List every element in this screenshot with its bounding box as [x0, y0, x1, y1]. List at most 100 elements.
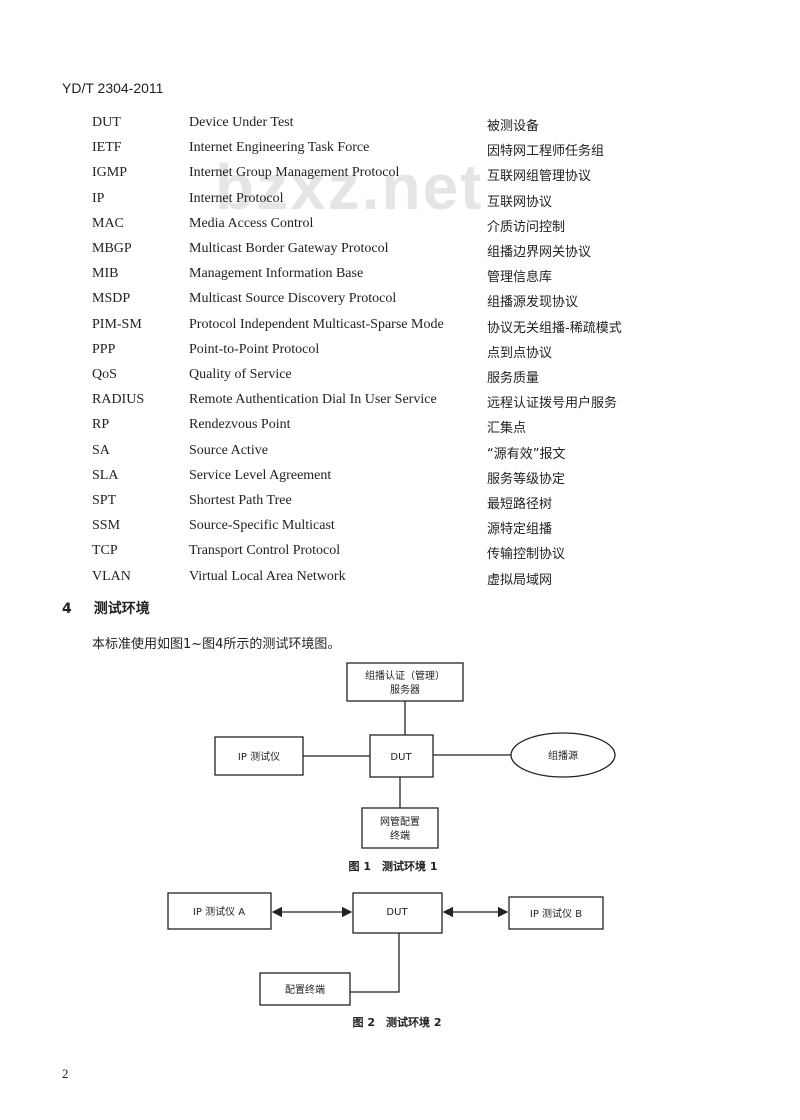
chinese-term: 介质访问控制: [487, 219, 566, 235]
chinese-term: 服务质量: [487, 371, 540, 386]
section-title: 测试环境: [93, 601, 150, 617]
dut-box-2: [352, 892, 443, 934]
full-name: Media Access Control: [189, 215, 314, 231]
figure-1-caption: 图 1 测试环境 1: [349, 859, 438, 873]
section-intro: 本标准使用如图1~图4所示的测试环境图。: [92, 637, 341, 652]
dut-label-2: DUT: [386, 907, 408, 918]
figure-2: [167, 892, 604, 1006]
chinese-term: 服务等级协定: [487, 471, 566, 487]
abbreviation-row: TCP Transport Control Protocol 传输控制协议: [0, 543, 800, 567]
chinese-term: 点到点协议: [487, 345, 553, 361]
abbreviation: IP: [92, 190, 105, 206]
full-name: Device Under Test: [189, 115, 294, 130]
full-name: Multicast Border Gateway Protocol: [189, 241, 389, 256]
dut-box: [369, 734, 434, 778]
abbreviation: RADIUS: [92, 392, 145, 408]
abbreviation-row: MSDP Multicast Source Discovery Protocol 组…: [0, 291, 800, 315]
chinese-term: 最短路径树: [487, 497, 553, 512]
ip-tester-label: IP 测试仪: [238, 750, 280, 763]
abbreviation: QoS: [92, 367, 117, 382]
full-name: Service Level Agreement: [189, 467, 332, 483]
abbreviation-row: PIM-SM Protocol Independent Multicast-Spa…: [0, 317, 800, 341]
abbreviation: SLA: [92, 467, 119, 483]
full-name: Virtual Local Area Network: [189, 568, 346, 584]
chinese-term: 组播源发现协议: [487, 295, 579, 311]
chinese-term: “源有效”报文: [487, 446, 566, 462]
chinese-term: 远程认证拨号用户服务: [487, 396, 618, 412]
chinese-term: 组播边界网关协议: [487, 245, 592, 260]
ip-tester-a-box: [167, 892, 272, 930]
full-name: Quality of Service: [189, 367, 292, 382]
ip-tester-b-box: [508, 896, 604, 930]
full-name: Internet Protocol: [189, 190, 284, 206]
page-number: 2: [62, 1066, 69, 1081]
abbreviation: DUT: [92, 115, 121, 130]
server-label: 组播认证（管理）: [365, 669, 445, 682]
full-name: Transport Control Protocol: [189, 543, 341, 559]
section-number: 4: [62, 601, 72, 617]
ip-tester-box: [214, 736, 304, 776]
figure-1: [214, 662, 616, 849]
chinese-term: 被测设备: [487, 119, 540, 134]
tester-a-label: IP 测试仪 A: [193, 905, 245, 918]
abbreviation: SA: [92, 442, 110, 458]
abbreviation: PIM-SM: [92, 316, 142, 332]
abbreviation: SPT: [92, 493, 117, 508]
chinese-term: 传输控制协议: [487, 547, 566, 563]
section-heading: 4 测试环境: [62, 598, 150, 618]
abbreviation: MAC: [92, 215, 124, 231]
abbreviation: VLAN: [92, 568, 131, 584]
chinese-term: 源特定组播: [487, 522, 553, 538]
dut-label: DUT: [390, 752, 412, 763]
abbreviation-row: RADIUS Remote Authentication Dial In User…: [0, 392, 800, 416]
document-number: YD/T 2304-2011: [62, 80, 164, 96]
watermark: bzxz.net: [215, 151, 484, 223]
full-name: Source Active: [189, 442, 268, 458]
chinese-term: 协议无关组播-稀疏模式: [487, 320, 622, 336]
abbreviation: IGMP: [92, 165, 128, 181]
chinese-term: 虚拟局域网: [487, 572, 553, 588]
abbreviation: IETF: [92, 140, 122, 156]
full-name: Internet Engineering Task Force: [189, 140, 370, 156]
abbreviation-row: MBGP Multicast Border Gateway Protocol 组播边…: [0, 241, 800, 265]
abbreviation-row: SPT Shortest Path Tree 最短路径树: [0, 493, 800, 517]
nms-terminal-box: [361, 807, 439, 849]
abbreviation: MIB: [92, 266, 119, 282]
tester-b-label: IP 测试仪 B: [530, 907, 582, 920]
chinese-term: 互联网协议: [487, 194, 553, 210]
server-label-2: 服务器: [390, 683, 420, 696]
chinese-term: 互联网组管理协议: [487, 169, 592, 185]
full-name: Protocol Independent Multicast-Sparse Mo…: [189, 316, 444, 332]
config-label: 配置终端: [285, 983, 325, 996]
full-name: Multicast Source Discovery Protocol: [189, 291, 397, 307]
multicast-source-ellipse: [510, 732, 616, 778]
abbreviation-row: IETF Internet Engineering Task Force 因特网工程…: [0, 140, 800, 164]
abbreviation-row: IGMP Internet Group Management Protocol 互联…: [0, 165, 800, 189]
full-name: Rendezvous Point: [189, 417, 291, 433]
abbreviation-row: QoS Quality of Service 服务质量: [0, 367, 800, 391]
full-name: Internet Group Management Protocol: [189, 165, 400, 181]
full-name: Management Information Base: [189, 266, 364, 282]
figure-2-caption: 图 2 测试环境 2: [353, 1015, 442, 1029]
abbreviation: RP: [92, 417, 110, 433]
abbreviation: MBGP: [92, 241, 132, 256]
config-terminal-box: [259, 972, 351, 1006]
abbreviation: TCP: [92, 543, 118, 559]
abbreviation: SSM: [92, 518, 121, 534]
abbreviation: MSDP: [92, 291, 131, 307]
source-label: 组播源: [548, 749, 578, 762]
nms-label: 网管配置: [380, 815, 420, 828]
nms-label-2: 终端: [390, 829, 410, 842]
chinese-term: 因特网工程师任务组: [487, 144, 605, 160]
chinese-term: 管理信息库: [487, 270, 553, 286]
full-name: Remote Authentication Dial In User Servi…: [189, 392, 437, 408]
abbreviation-row: MAC Media Access Control 介质访问控制: [0, 216, 800, 240]
full-name: Shortest Path Tree: [189, 493, 292, 508]
full-name: Point-to-Point Protocol: [189, 341, 320, 357]
multicast-auth-server-box: [346, 662, 464, 702]
